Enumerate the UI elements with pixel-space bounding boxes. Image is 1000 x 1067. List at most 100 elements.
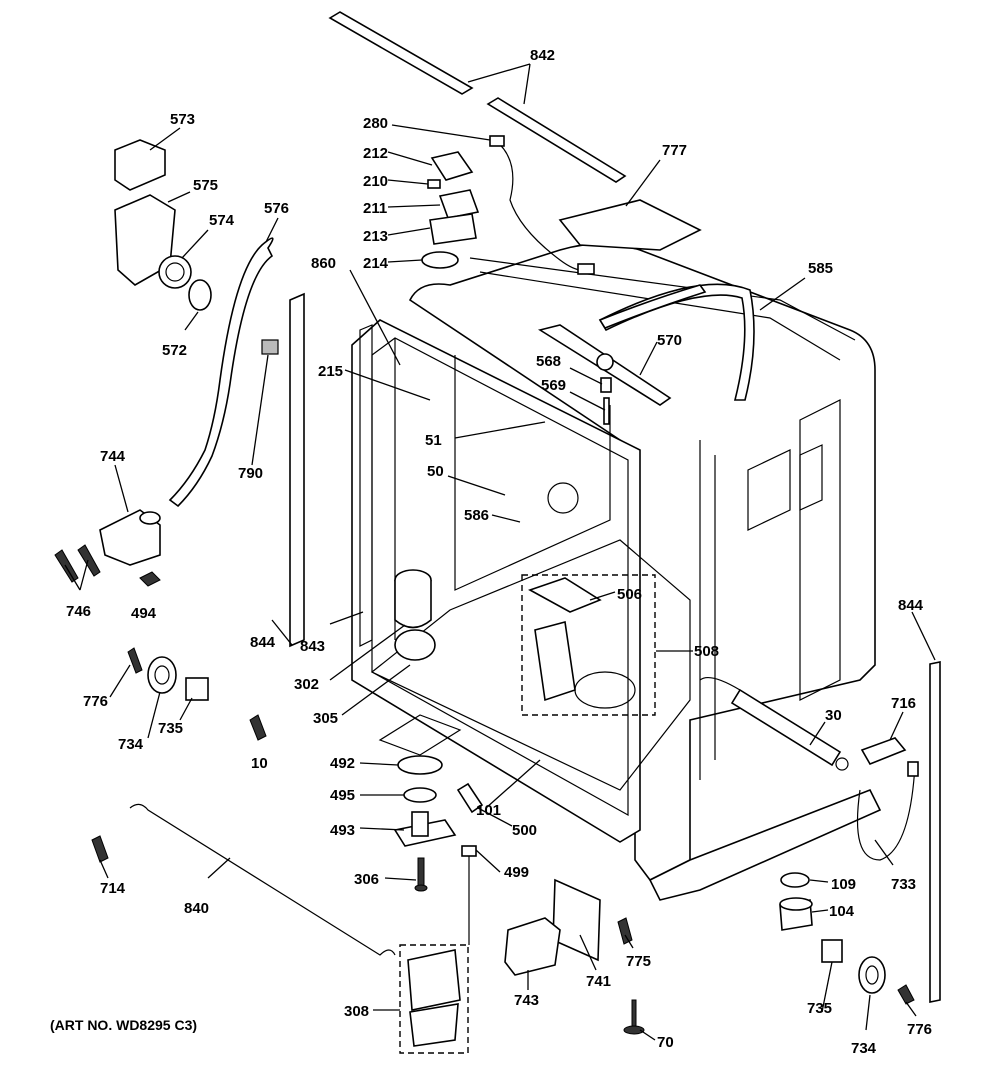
vent-duct-part [558, 199, 702, 251]
leader-lines [64, 63, 936, 1041]
part-label: 50 [427, 463, 444, 480]
part-label: 500 [512, 822, 537, 839]
screw-714 [91, 835, 109, 863]
grommet-734-right [858, 956, 886, 994]
filter-screen-506 [528, 577, 602, 613]
o-ring-572 [188, 279, 212, 311]
nut-104 [779, 897, 813, 931]
screw-776-left [127, 647, 143, 674]
door-cable-733 [856, 764, 916, 861]
bracket-part-212 [430, 151, 474, 181]
part-label: 716 [891, 695, 916, 712]
art-number-caption: (ART NO. WD8295 C3) [50, 1017, 197, 1033]
part-label: 305 [313, 710, 338, 727]
part-label: 586 [464, 507, 489, 524]
hinge-assembly-outline-308 [399, 944, 469, 1054]
filter-cup-part [534, 620, 576, 702]
part-label: 575 [193, 177, 218, 194]
door-spring-30 [699, 677, 849, 771]
part-label: 492 [330, 755, 355, 772]
bracket-735-left [185, 677, 209, 701]
part-label: 574 [209, 212, 235, 229]
part-label: 494 [131, 605, 157, 622]
part-label: 101 [476, 802, 501, 819]
dispenser-top-573 [114, 139, 166, 191]
part-label: 569 [541, 377, 566, 394]
sensor-part-210 [427, 179, 441, 189]
fill-hose-576 [168, 237, 274, 508]
bolt-306 [417, 857, 425, 887]
part-label: 744 [100, 448, 126, 465]
part-label: 70 [657, 1034, 674, 1051]
part-label: 302 [294, 676, 319, 693]
water-valve-744 [99, 509, 161, 566]
part-label: 844 [898, 597, 924, 614]
part-label: 733 [891, 876, 916, 893]
part-label: 306 [354, 871, 379, 888]
part-label: 843 [300, 638, 325, 655]
flange-492 [397, 755, 443, 775]
screw-776-right [897, 984, 915, 1005]
part-label: 30 [825, 707, 842, 724]
part-label: 280 [363, 115, 388, 132]
part-label: 495 [330, 787, 355, 804]
door-stop-716 [860, 737, 907, 766]
part-label: 104 [829, 903, 855, 920]
nut-109 [780, 872, 810, 888]
leveling-leg-70 [623, 999, 645, 1035]
part-label: 776 [907, 1021, 932, 1038]
part-label: 212 [363, 145, 388, 162]
part-label: 735 [158, 720, 183, 737]
spray-arm-part [537, 284, 707, 406]
gasket-part-214 [421, 251, 459, 269]
part-label: 573 [170, 111, 195, 128]
spray-arm-bolt-part [603, 397, 610, 425]
part-label: 506 [617, 586, 642, 603]
part-label: 214 [363, 255, 389, 272]
rod-840 [129, 803, 396, 956]
bracket-plate-741 [552, 878, 601, 962]
part-label: 213 [363, 228, 388, 245]
part-label: 210 [363, 173, 388, 190]
door-gasket-right-844 [929, 661, 941, 1003]
part-label: 585 [808, 260, 833, 277]
filter-assembly-outline-508 [521, 574, 656, 716]
part-label: 572 [162, 342, 187, 359]
part-label: 308 [344, 1003, 369, 1020]
wire-harness-part [494, 139, 591, 271]
part-label: 860 [311, 255, 336, 272]
part-label: 775 [626, 953, 651, 970]
part-label: 790 [238, 465, 263, 482]
part-label: 734 [118, 736, 144, 753]
part-label: 211 [363, 200, 387, 217]
part-label: 743 [514, 992, 539, 1009]
part-label: 493 [330, 822, 355, 839]
spray-arm-nut-part [600, 377, 612, 393]
screw-775 [617, 917, 633, 945]
part-label: 714 [100, 880, 126, 897]
part-label: 746 [66, 603, 91, 620]
part-label: 734 [851, 1040, 877, 1057]
hinge-part [407, 949, 461, 1011]
part-label: 576 [264, 200, 289, 217]
dispenser-cap-574 [158, 255, 192, 289]
bracket-735-right [821, 939, 843, 963]
part-label: 741 [586, 973, 611, 990]
part-label: 568 [536, 353, 561, 370]
grommet-734-left [147, 656, 177, 694]
housing-part-213 [429, 213, 477, 245]
pump-motor-302 [394, 569, 436, 661]
part-label: 508 [694, 643, 719, 660]
clip-500 [456, 782, 484, 814]
part-label: 842 [530, 47, 555, 64]
door-gasket-left-844 [289, 292, 305, 648]
part-label: 570 [657, 332, 682, 349]
float-housing-493 [393, 811, 457, 847]
sensor-499 [461, 845, 477, 945]
o-ring-495 [403, 787, 437, 803]
part-label: 10 [251, 755, 268, 772]
part-label: 840 [184, 900, 209, 917]
top-rail-part [328, 11, 627, 183]
part-label: 776 [83, 693, 108, 710]
